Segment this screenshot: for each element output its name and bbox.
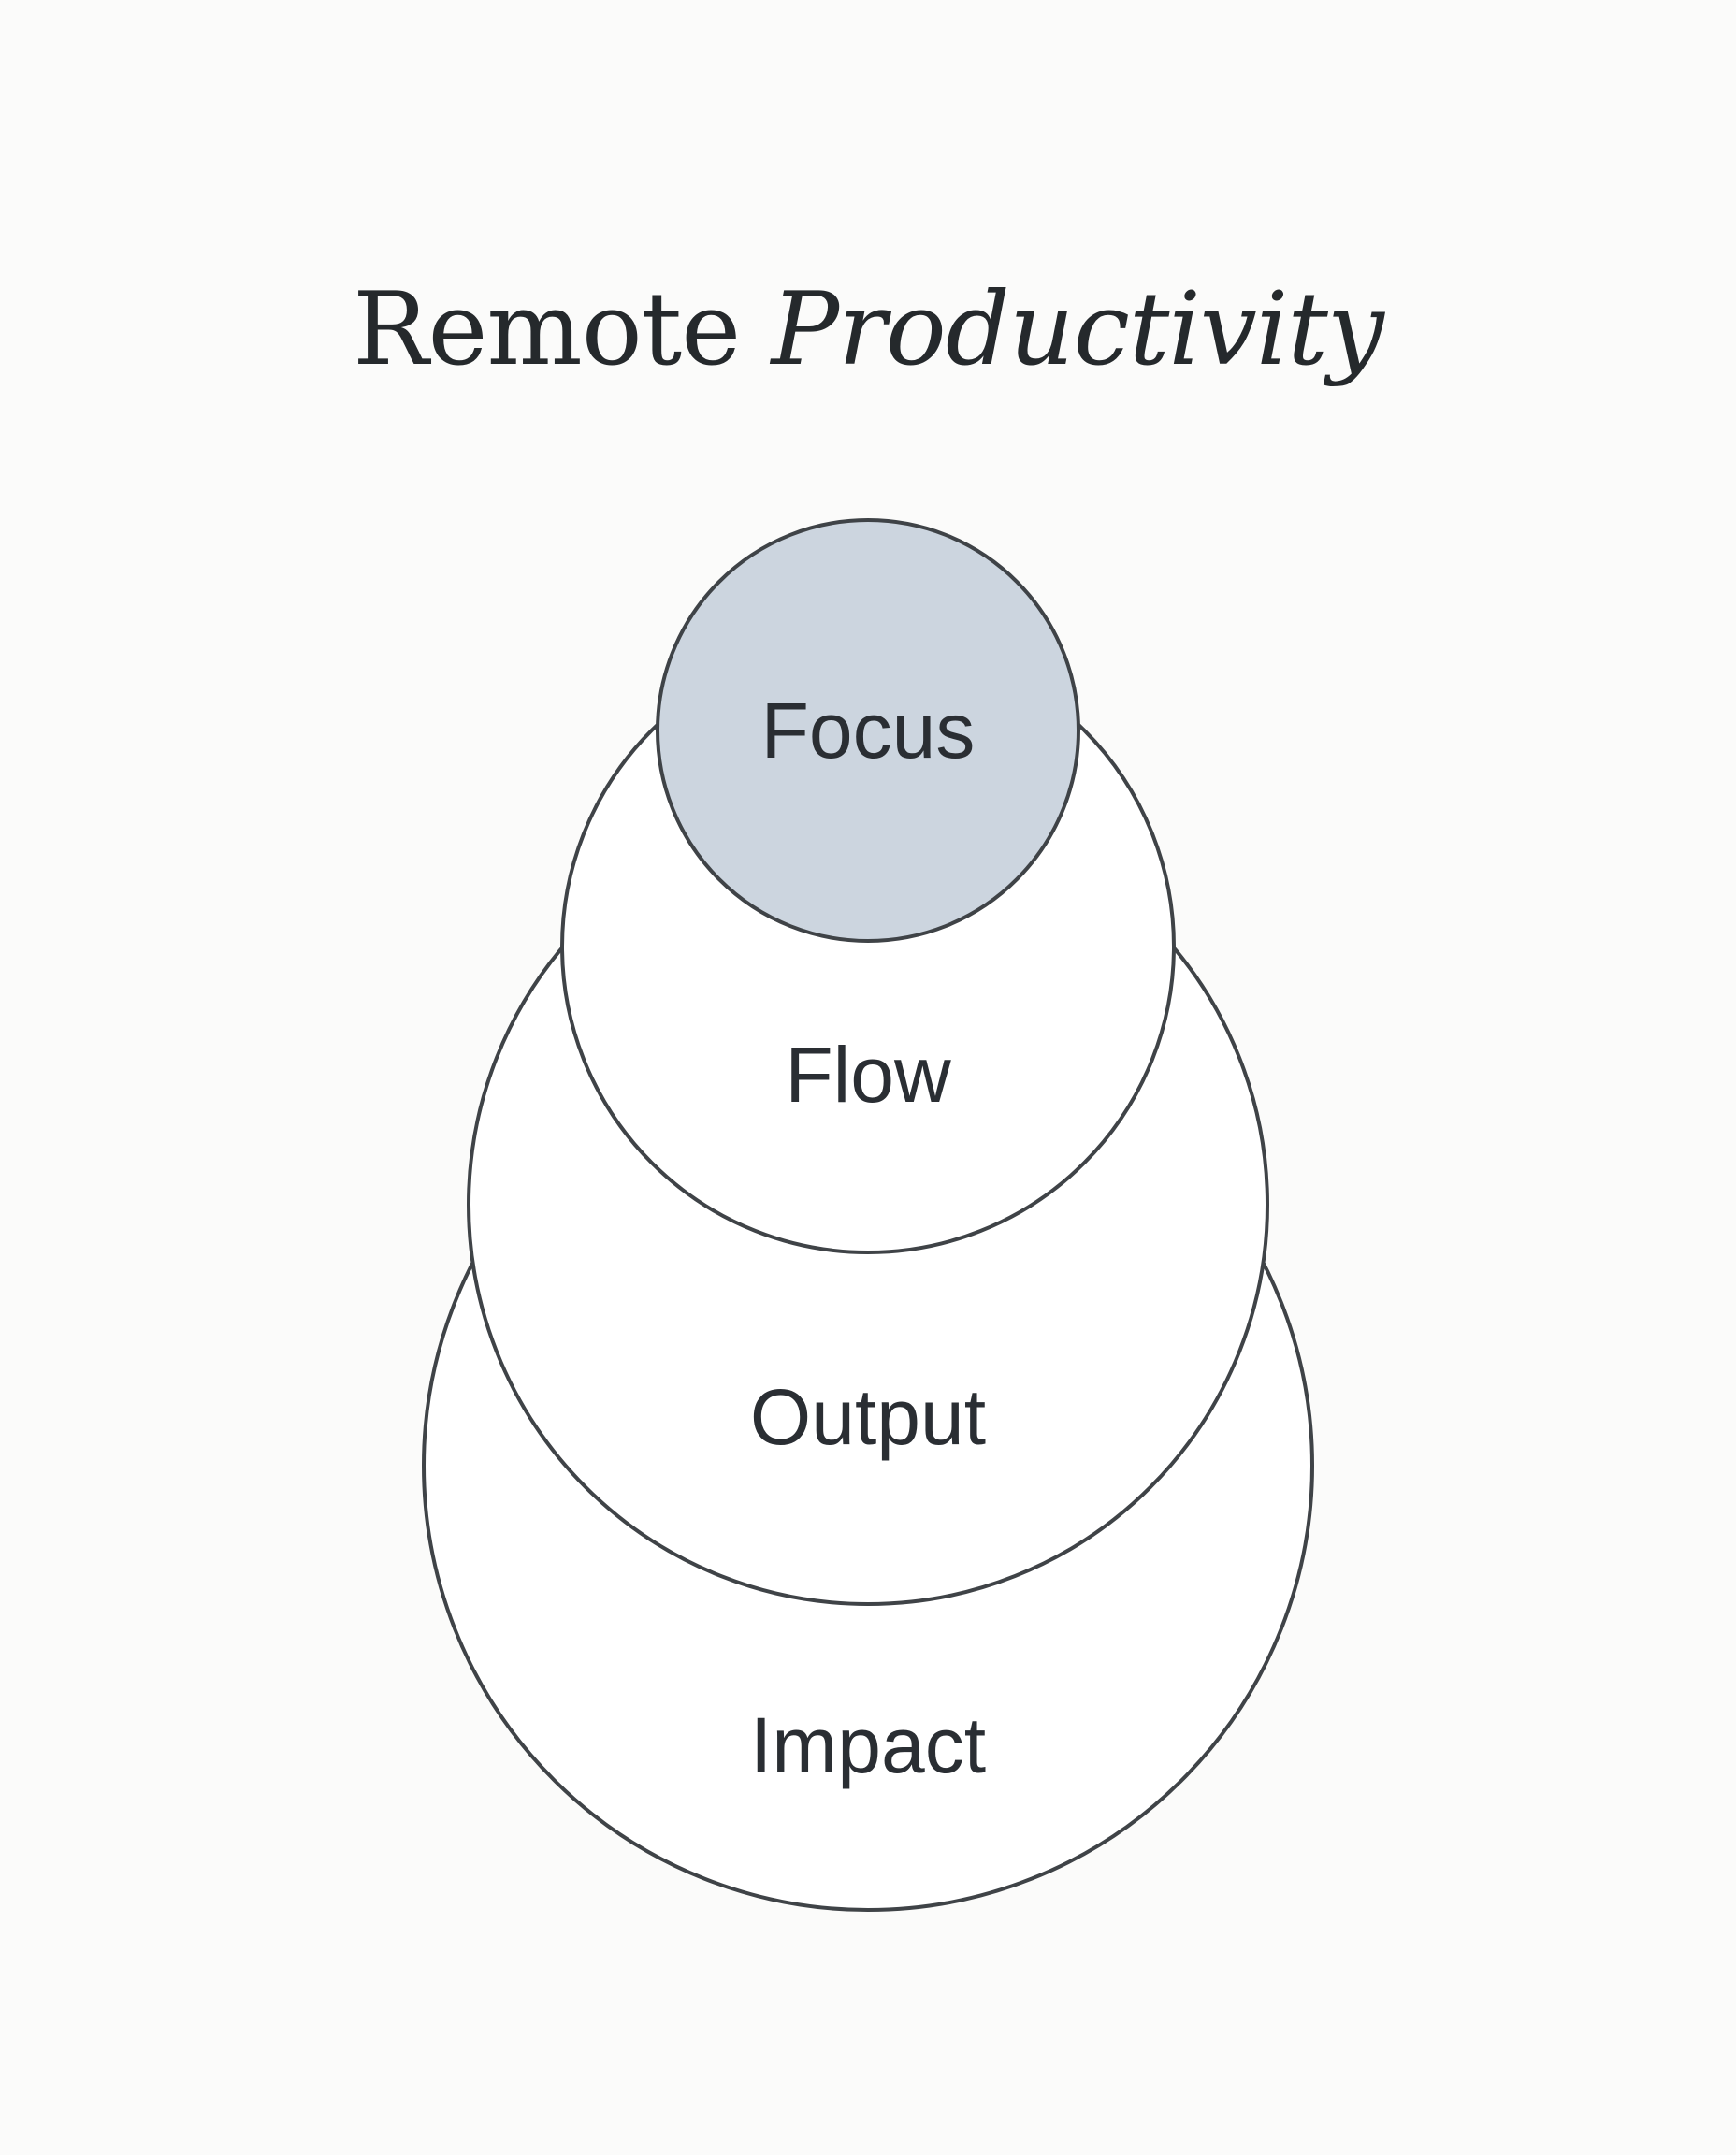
label-flow: Flow bbox=[785, 1031, 951, 1119]
title-regular: Remote bbox=[353, 271, 741, 388]
circle-focus bbox=[656, 518, 1080, 943]
label-focus: Focus bbox=[761, 687, 976, 774]
diagram-title: Remote Productivity bbox=[0, 271, 1736, 388]
title-italic: Productivity bbox=[771, 271, 1383, 388]
label-impact: Impact bbox=[750, 1701, 986, 1789]
label-output: Output bbox=[750, 1373, 986, 1461]
